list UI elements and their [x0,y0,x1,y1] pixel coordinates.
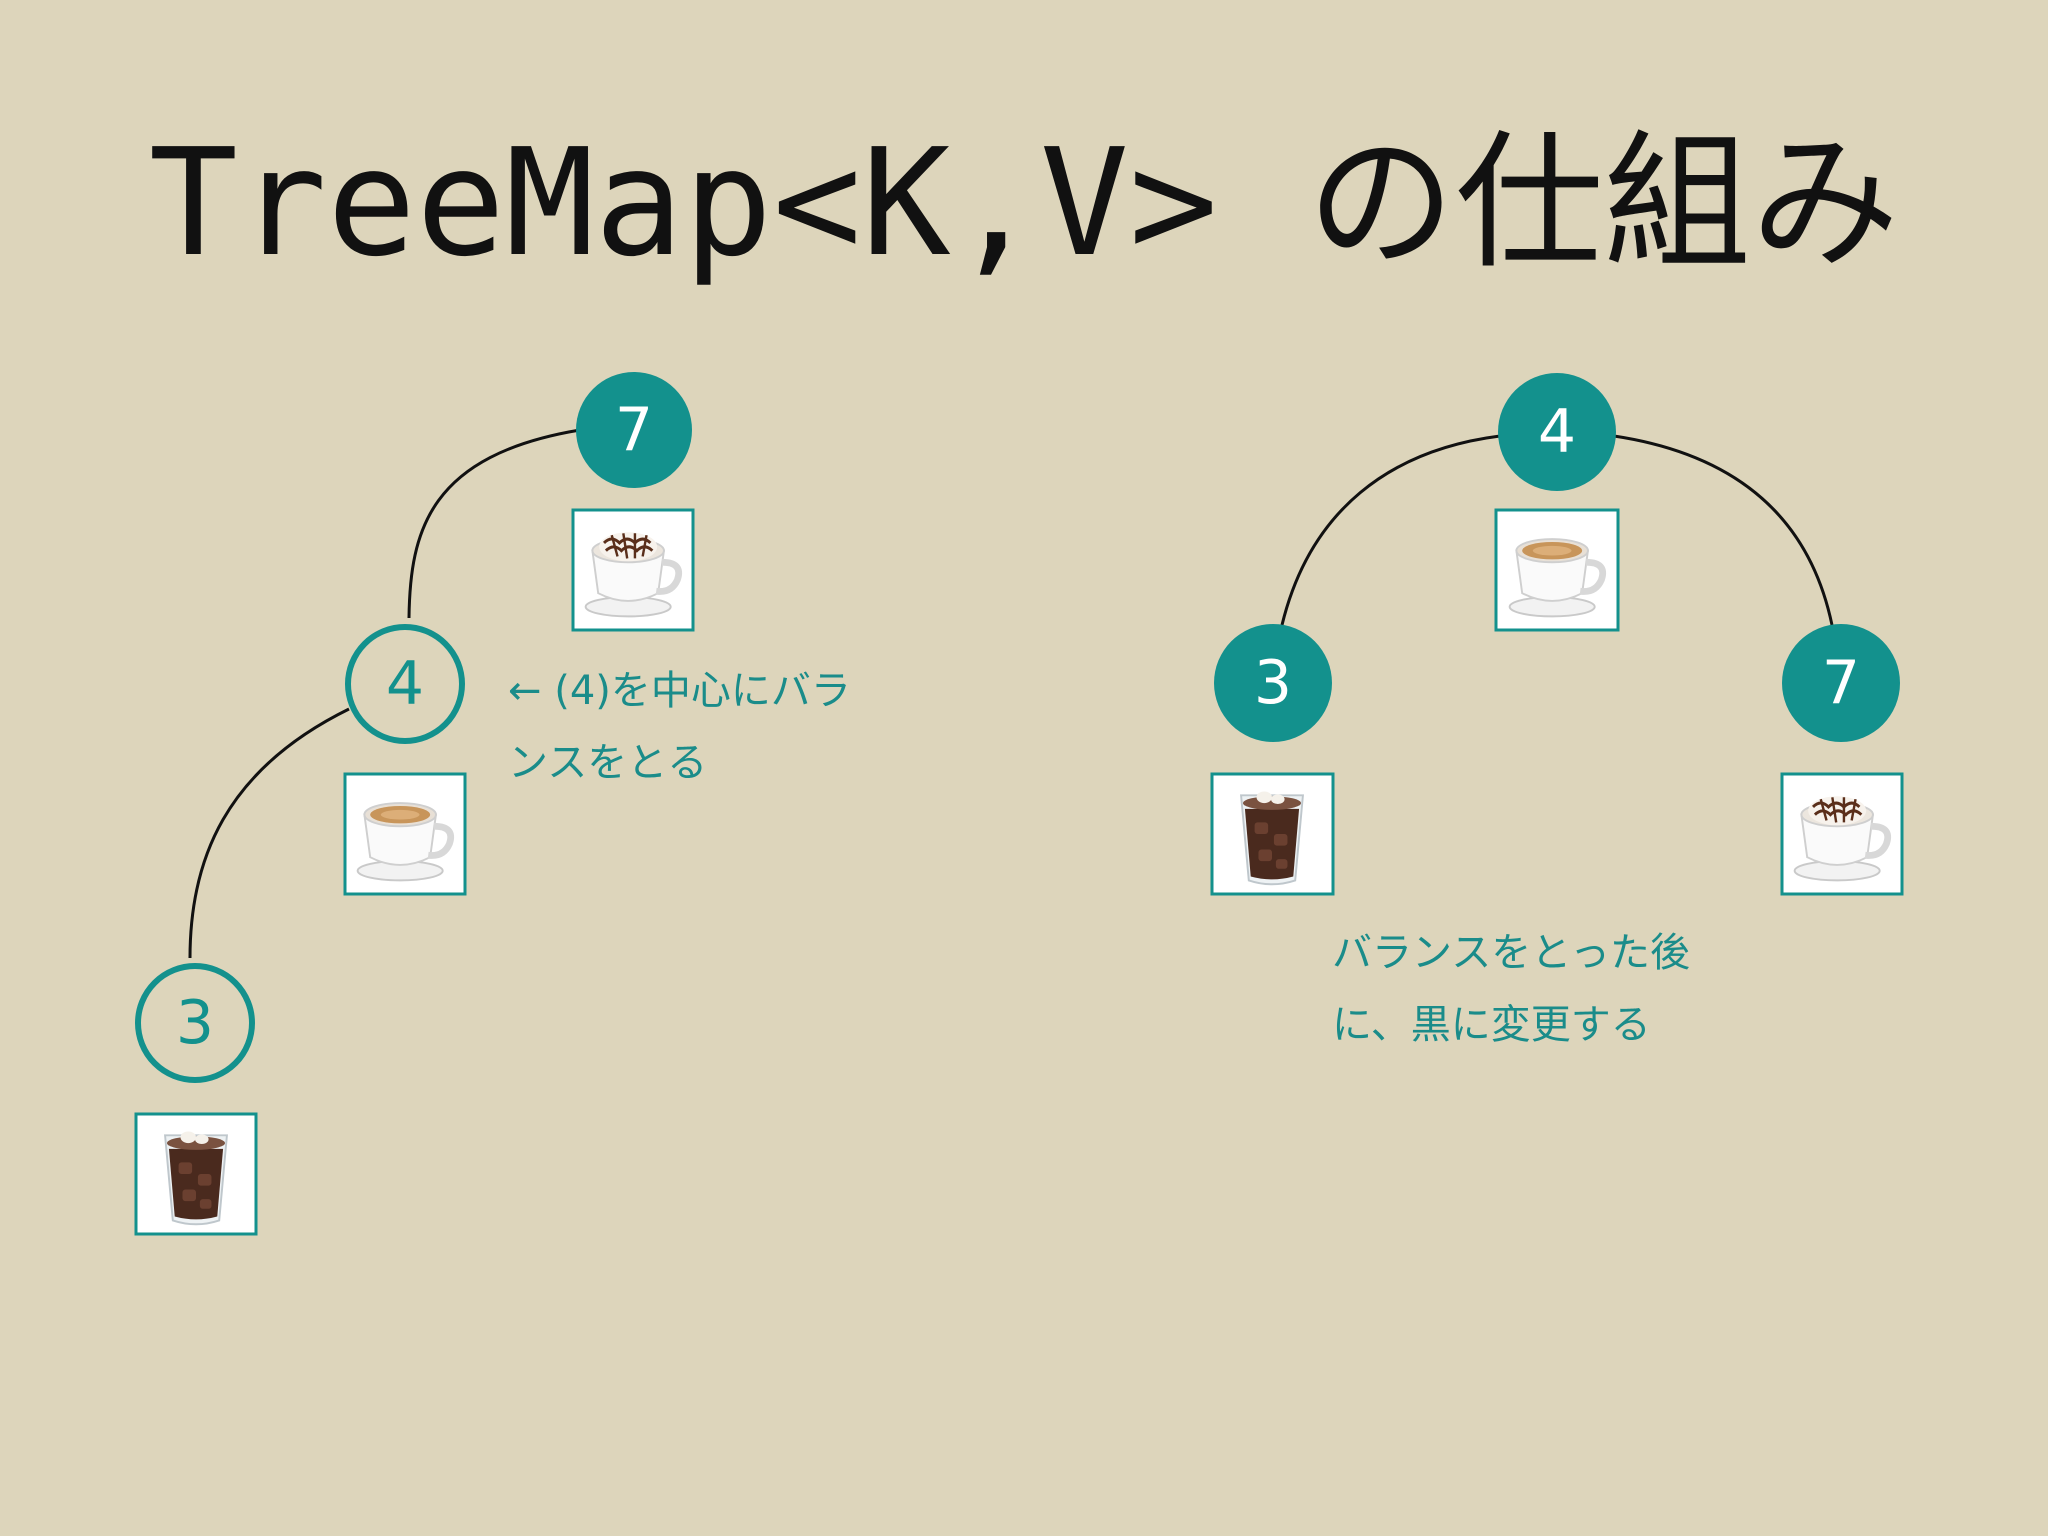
right-node-7-image [1780,772,1904,896]
right-annotation-line2: に、黒に変更する [1332,1002,1651,1048]
right-node-3-image [1210,772,1335,896]
left-node-4-image [343,772,467,896]
left-node-7: 7 [576,372,692,488]
left-node-3: 3 [135,963,255,1083]
left-node-3-image [134,1112,258,1236]
right-node-4-image [1494,508,1620,632]
right-node-7: 7 [1782,624,1900,742]
left-annotation-line1: ← (4)を中心にバラ [508,668,851,714]
left-node-4: 4 [345,624,465,744]
iced-coffee-glass-icon [164,1130,228,1226]
node-key: 7 [1822,648,1860,718]
edge-4-3-right [1280,434,1501,626]
node-key: 4 [1538,397,1576,467]
iced-coffee-glass-icon [1240,790,1304,886]
left-annotation: ← (4)を中心にバラ ンスをとる [508,655,851,799]
left-annotation-line2: ンスをとる [508,740,708,786]
right-node-4: 4 [1498,373,1616,491]
right-node-3: 3 [1214,624,1332,742]
right-annotation-line1: バランスをとった後 [1332,930,1690,976]
page-title: TreeMap<K,V> の仕組み [148,117,1900,289]
node-key: 4 [386,649,424,719]
node-key: 3 [1254,648,1292,718]
edge-7-4 [407,428,581,619]
right-annotation: バランスをとった後 に、黒に変更する [1332,917,1690,1061]
node-key: 3 [176,988,214,1058]
left-node-7-image [571,508,695,632]
edge-4-7-right [1613,434,1834,626]
node-key: 7 [615,395,653,465]
edge-4-3 [188,707,350,959]
